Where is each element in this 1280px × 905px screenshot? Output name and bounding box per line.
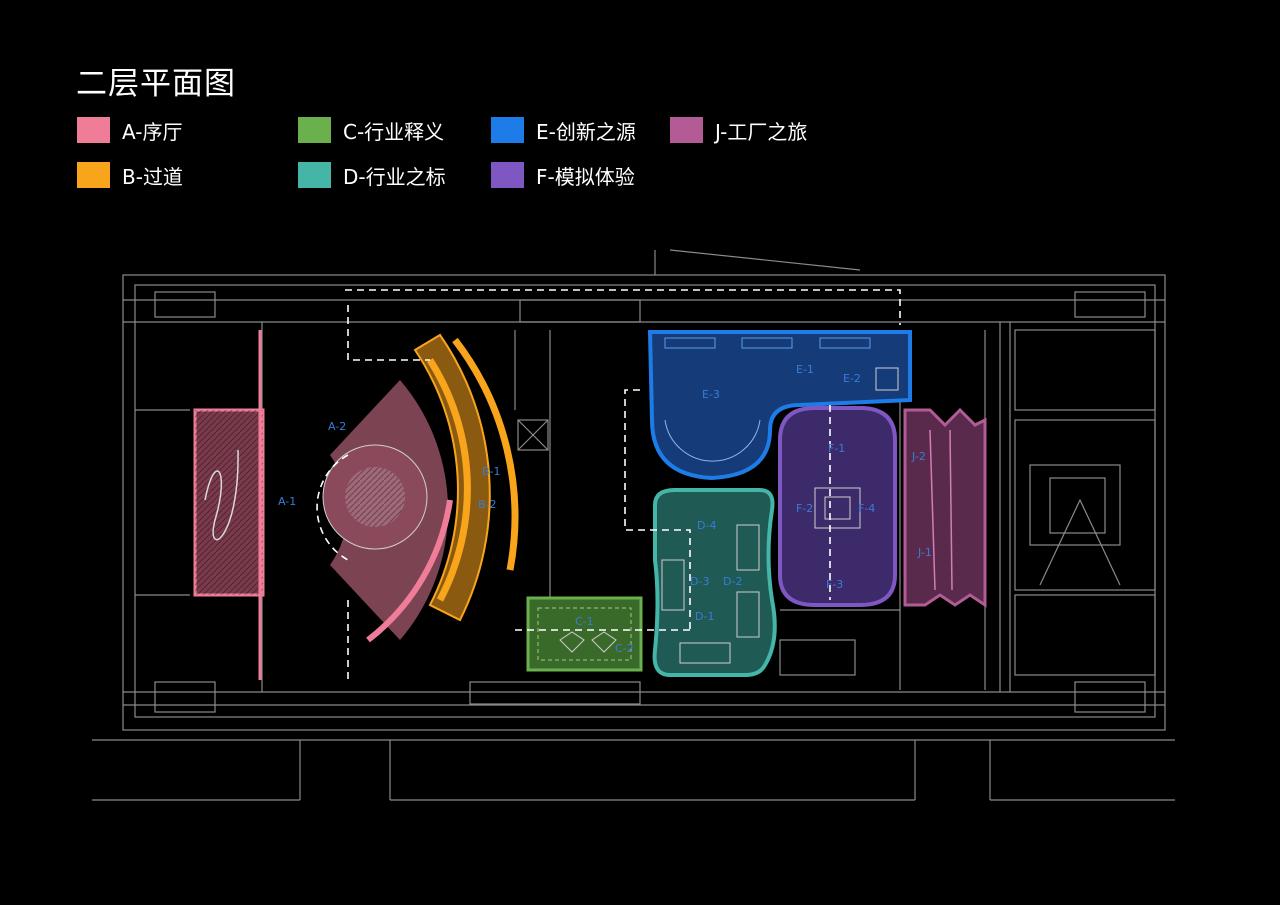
zone-e-innovation	[647, 330, 912, 481]
zone-label-d3: D-3	[690, 575, 709, 588]
legend-label-d: D-行业之标	[343, 164, 446, 189]
legend-item-b: B-过道	[77, 160, 183, 190]
zone-label-f1: F-1	[828, 442, 845, 455]
zone-label-c2: C-2	[615, 642, 634, 655]
legend-item-e: E-创新之源	[491, 115, 636, 145]
zone-label-j2: J-2	[911, 450, 926, 463]
legend-label-a: A-序厅	[122, 119, 183, 144]
legend-swatch-c	[298, 117, 331, 143]
zone-label-d2: D-2	[723, 575, 742, 588]
legend-item-a: A-序厅	[77, 115, 182, 145]
legend-item-f: F-模拟体验	[491, 160, 635, 190]
zone-a-lobby	[193, 330, 453, 680]
building-walls	[92, 249, 1175, 801]
zone-label-b1: B-1	[482, 465, 501, 478]
legend-label-e: E-创新之源	[536, 119, 636, 144]
legend-swatch-j	[670, 117, 703, 143]
zone-label-c1: C-1	[575, 615, 594, 628]
legend-label-c: C-行业释义	[343, 119, 445, 144]
zone-label-f3: F-3	[826, 578, 843, 591]
legend-label-j: J-工厂之旅	[715, 119, 808, 144]
legend-swatch-f	[491, 162, 524, 188]
zone-labels: A-1 A-2 B-1 B-2 C-1 C-2 D-1 D-2 D-3 D-4 …	[278, 363, 932, 655]
page-title: 二层平面图	[76, 66, 236, 102]
legend-swatch-b	[77, 162, 110, 188]
zone-c-definition	[526, 596, 643, 672]
legend-item-d: D-行业之标	[298, 160, 446, 190]
zone-label-d4: D-4	[697, 519, 716, 532]
zone-label-j1: J-1	[917, 546, 932, 559]
zone-b-corridor	[413, 333, 519, 622]
visitor-route	[316, 289, 901, 680]
legend-item-j: J-工厂之旅	[670, 115, 807, 145]
zone-label-e2: E-2	[843, 372, 861, 385]
zone-d-standard	[652, 488, 777, 677]
zone-label-e1: E-1	[796, 363, 814, 376]
zone-label-f4: F-4	[858, 502, 875, 515]
legend-swatch-d	[298, 162, 331, 188]
legend-swatch-a	[77, 117, 110, 143]
zone-label-b2: B-2	[478, 498, 497, 511]
zone-j-factory-tour	[903, 407, 987, 608]
legend-swatch-e	[491, 117, 524, 143]
legend-label-b: B-过道	[122, 164, 183, 189]
zone-label-d1: D-1	[695, 610, 714, 623]
zone-label-a1: A-1	[278, 495, 296, 508]
legend-label-f: F-模拟体验	[536, 164, 635, 189]
legend-item-c: C-行业释义	[298, 115, 444, 145]
zone-label-a2: A-2	[328, 420, 346, 433]
zone-f-simulation	[778, 406, 897, 607]
zone-label-e3: E-3	[702, 388, 720, 401]
zone-label-f2: F-2	[796, 502, 813, 515]
